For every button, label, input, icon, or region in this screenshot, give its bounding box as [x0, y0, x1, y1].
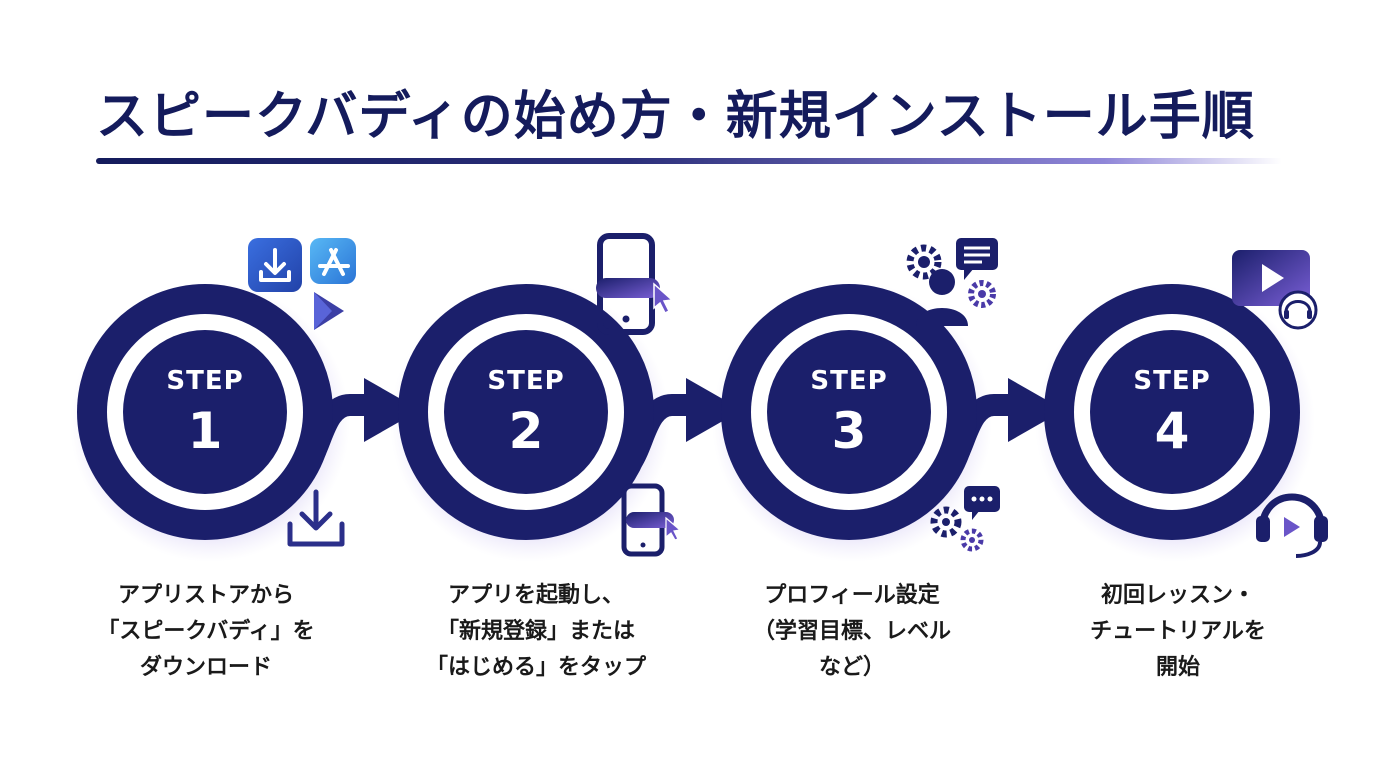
app-store-icon	[310, 238, 356, 284]
step-1-circle	[77, 284, 333, 540]
profile-settings-icon	[906, 244, 996, 326]
step-3-label: STEP	[810, 366, 888, 396]
step-4-circle	[1044, 284, 1300, 540]
download-app-icon	[248, 238, 302, 292]
step-1-number: 1	[187, 402, 223, 460]
step-2-label: STEP	[487, 366, 565, 396]
page-title: スピークバディの始め方・新規インストール手順	[96, 87, 1255, 147]
step-1-description: アプリストアから 「スピークバディ」を ダウンロード	[97, 583, 315, 680]
headset-icon	[1278, 290, 1318, 330]
step-3-circle	[721, 284, 977, 540]
step-2-circle	[398, 284, 654, 540]
title-underline	[96, 158, 1282, 164]
download-icon	[287, 489, 345, 547]
step-1-label: STEP	[166, 366, 244, 396]
step-2-number: 2	[508, 402, 544, 460]
step-2-description: アプリを起動し、 「新規登録」または 「はじめる」をタップ	[425, 583, 646, 680]
step-3-number: 3	[831, 402, 867, 460]
smartphone-tap-icon-small	[621, 483, 682, 557]
chat-bubble-icon	[956, 238, 998, 280]
step-3-description: プロフィール設定 （学習目標、レベル など）	[752, 583, 951, 680]
headset-play-icon	[1256, 493, 1328, 558]
step-4-label: STEP	[1133, 366, 1211, 396]
step-4-number: 4	[1154, 402, 1190, 460]
play-store-icon	[314, 292, 344, 330]
step-4-description: 初回レッスン・ チュートリアルを 開始	[1090, 583, 1266, 680]
gears-chat-icon	[930, 486, 1000, 552]
smartphone-tap-icon	[596, 233, 674, 335]
